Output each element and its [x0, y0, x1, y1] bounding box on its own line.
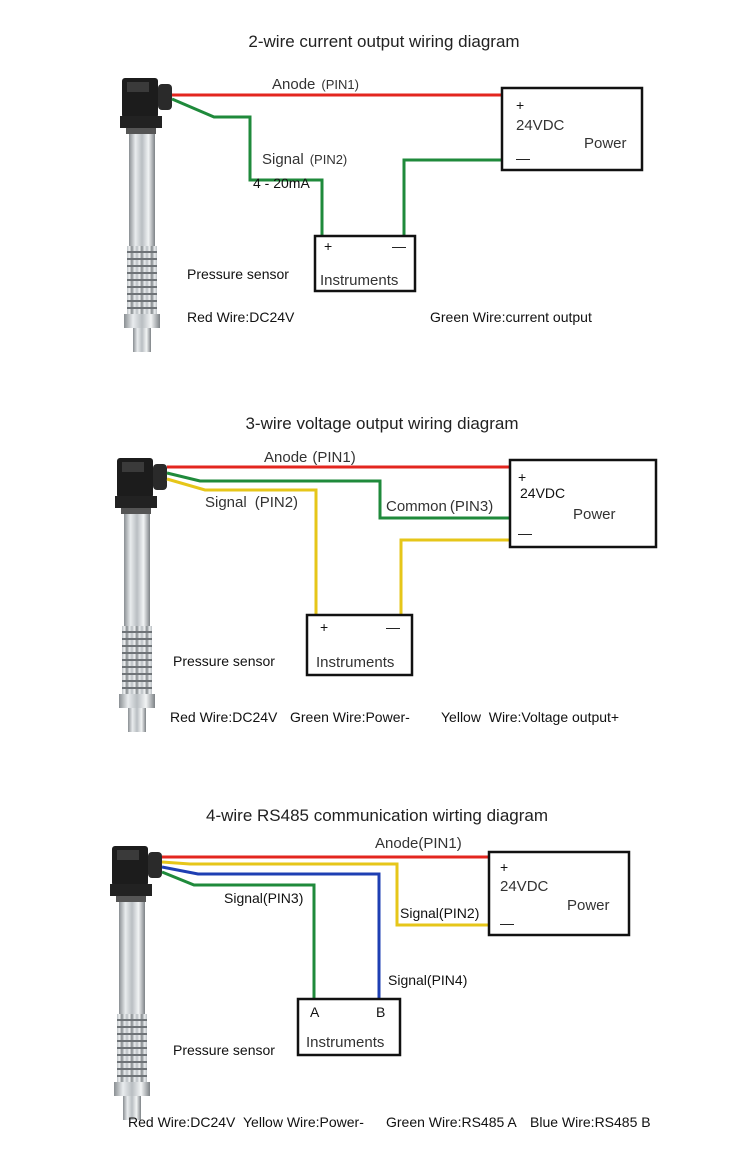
diagram-title: 3-wire voltage output wiring diagram	[245, 414, 518, 433]
current-range-label: 4 - 20mA	[253, 175, 310, 191]
diagram-3wire: 3-wire voltage output wiring diagram Ano…	[115, 414, 658, 732]
yellow-wire-return	[399, 538, 510, 615]
pressure-sensor-image	[110, 846, 162, 1120]
instrument-left-terminal: +	[320, 619, 328, 635]
anode-label: Anode	[272, 76, 315, 93]
sensor-label: Pressure sensor	[173, 653, 275, 669]
power-box	[500, 86, 644, 172]
power-voltage: 24VDC	[516, 117, 565, 134]
diagram-4wire-rs485: 4-wire RS485 communication wirting diagr…	[110, 806, 651, 1130]
instrument-a-terminal: A	[310, 1004, 320, 1020]
sensor-label: Pressure sensor	[187, 266, 289, 282]
instrument-right-terminal: —	[386, 619, 400, 635]
signal-pin4-label: Signal(PIN4)	[388, 972, 467, 988]
pressure-sensor-image	[115, 458, 167, 732]
diagram-title: 4-wire RS485 communication wirting diagr…	[206, 806, 548, 825]
common-pin: (PIN3)	[450, 498, 493, 515]
svg-text:Anode(PIN1): Anode (PIN1)	[272, 76, 359, 93]
power-box	[487, 850, 631, 937]
blue-wire	[161, 865, 381, 999]
instrument-right-terminal: —	[392, 238, 406, 254]
legend-green: Green Wire:RS485 A	[386, 1114, 517, 1130]
sensor-label: Pressure sensor	[173, 1042, 275, 1058]
anode-label: Anode(PIN1)	[375, 835, 462, 852]
legend-blue: Blue Wire:RS485 B	[530, 1114, 651, 1130]
instruments-label: Instruments	[320, 272, 398, 289]
power-plus: +	[516, 97, 524, 113]
signal-pin: (PIN2)	[310, 152, 348, 167]
power-box	[508, 458, 658, 549]
signal-label: Signal	[262, 151, 304, 168]
legend-green: Green Wire:Power-	[290, 709, 410, 725]
instruments-label: Instruments	[316, 654, 394, 671]
legend-red: Red Wire:DC24V	[128, 1114, 236, 1130]
signal-pin2-label: Signal(PIN2)	[400, 905, 479, 921]
instruments-box	[305, 613, 414, 677]
green-wire	[166, 471, 510, 520]
green-wire-signal	[171, 97, 324, 236]
common-label: Common	[386, 498, 447, 515]
anode-pin: (PIN1)	[312, 449, 355, 466]
power-plus: +	[518, 469, 526, 485]
legend-green: Green Wire:current output	[430, 309, 592, 325]
pressure-sensor-image	[120, 78, 172, 352]
legend-red: Red Wire:DC24V	[170, 709, 278, 725]
svg-text:Anode(PIN1): Anode (PIN1)	[264, 449, 356, 466]
anode-pin: (PIN1)	[321, 77, 359, 92]
instruments-label: Instruments	[306, 1034, 384, 1051]
svg-text:Signal(PIN2): Signal (PIN2)	[205, 494, 298, 511]
signal-pin: (PIN2)	[255, 494, 298, 511]
diagram-title: 2-wire current output wiring diagram	[248, 32, 519, 51]
svg-text:Common(PIN3): Common(PIN3)	[386, 498, 493, 515]
legend-red: Red Wire:DC24V	[187, 309, 295, 325]
green-wire	[161, 870, 316, 999]
instruments-box	[313, 234, 417, 293]
anode-label: Anode	[264, 449, 307, 466]
power-minus: —	[518, 525, 532, 541]
instrument-b-terminal: B	[376, 1004, 385, 1020]
power-voltage: 24VDC	[520, 485, 565, 501]
signal-pin3-label: Signal(PIN3)	[224, 890, 303, 906]
yellow-wire	[161, 860, 489, 927]
yellow-wire-signal	[166, 477, 318, 615]
legend-yellow: Yellow Wire:Power-	[243, 1114, 364, 1130]
instrument-left-terminal: +	[324, 238, 332, 254]
power-label: Power	[567, 897, 610, 914]
power-minus: —	[500, 915, 514, 931]
instruments-box	[296, 997, 402, 1057]
svg-text:Signal(PIN2): Signal (PIN2)	[262, 151, 347, 168]
power-plus: +	[500, 859, 508, 875]
green-wire-return	[402, 158, 502, 236]
power-label: Power	[584, 135, 627, 152]
diagram-2wire: 2-wire current output wiring diagram Ano…	[120, 32, 644, 352]
legend-yellow: Yellow Wire:Voltage output+	[441, 709, 619, 725]
power-minus: —	[516, 150, 530, 166]
power-voltage: 24VDC	[500, 878, 549, 895]
power-label: Power	[573, 506, 616, 523]
signal-label: Signal	[205, 494, 247, 511]
